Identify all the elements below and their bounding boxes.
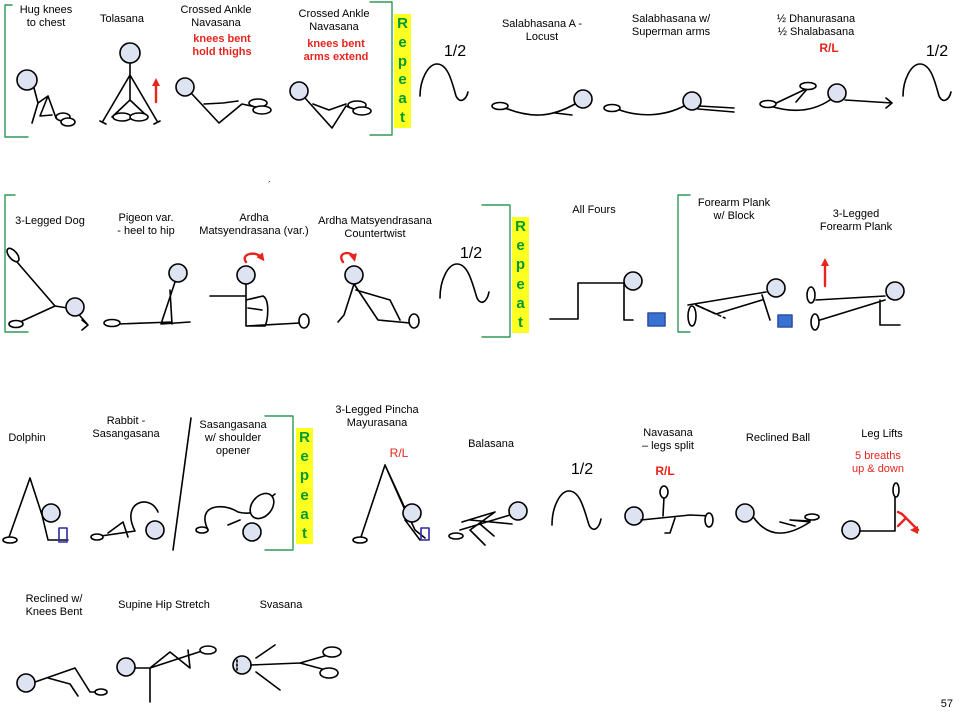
pose-dolphin — [2, 477, 69, 544]
pose-navasana-hold-thighs — [175, 77, 272, 124]
pose-three-legged-forearm-plank — [806, 258, 905, 331]
pose-note-rl-1: R/L — [819, 41, 839, 55]
pose-label-navasana-legs-split: Navasana– legs split — [642, 427, 694, 452]
pose-three-legged-dog — [6, 247, 89, 331]
pose-navasana-legs-split — [624, 485, 714, 534]
pose-reclined-knees-bent — [16, 667, 108, 697]
pose-label-dolphin: Dolphin — [8, 432, 46, 444]
pose-label-all-fours: All Fours — [572, 204, 616, 216]
half-label-4: 1/2 — [570, 461, 594, 478]
pose-label-tolasana: Tolasana — [99, 13, 145, 25]
pose-half-dhanurasana — [759, 81, 893, 112]
pose-pigeon — [103, 263, 191, 328]
pose-balasana — [448, 501, 528, 546]
stray-mark: ´ — [268, 180, 271, 190]
pose-label-reclined-ball: Reclined Ball — [745, 432, 811, 444]
pose-tolasana — [99, 42, 161, 125]
pose-note-rl-2: R/L — [389, 446, 409, 460]
pose-ardha-matsyendrasana — [209, 252, 310, 329]
pose-label-balasana: Balasana — [468, 438, 514, 450]
pose-label-reclined-knees-bent: Reclined w/Knees Bent — [25, 593, 83, 618]
pose-label-leg-lifts: Leg Lifts — [861, 428, 903, 440]
half-wave-icons — [419, 63, 952, 531]
repeat-brackets — [4, 1, 691, 551]
pose-note-rl-3: R/L — [655, 464, 675, 478]
pose-hug-knees — [16, 69, 76, 127]
half-label-2: 1/2 — [925, 43, 949, 60]
pose-svasana — [232, 644, 342, 691]
pose-label-pigeon: Pigeon var.- heel to hip — [117, 212, 175, 237]
pose-label-svasana: Svasana — [259, 599, 303, 611]
pose-supine-hip-stretch — [116, 645, 217, 703]
pose-sasangasana-shoulder-opener — [195, 492, 276, 542]
pose-three-legged-pincha — [352, 464, 430, 544]
pose-rabbit — [90, 501, 165, 541]
pose-label-rabbit: Rabbit -Sasangasana — [92, 415, 160, 440]
pose-navasana-arms-extend — [289, 81, 372, 129]
pose-salabhasana-superman — [603, 91, 735, 116]
pose-leg-lifts — [841, 482, 918, 540]
pose-matsyendrasana-countertwist — [337, 251, 420, 329]
pose-reclined-ball — [735, 503, 820, 534]
pose-label-three-legged-dog: 3-Legged Dog — [15, 215, 85, 227]
pose-label-salabhasana-superman: Salabhasana w/Superman arms — [631, 13, 711, 38]
pose-forearm-plank-block — [687, 278, 793, 328]
pose-label-salabhasana-a: Salabhasana A -Locust — [501, 18, 583, 43]
half-label-3: 1/2 — [459, 245, 483, 262]
page-number: 57 — [940, 698, 953, 710]
pose-label-supine-hip-stretch: Supine Hip Stretch — [118, 599, 210, 611]
pose-all-fours — [549, 271, 666, 327]
pose-salabhasana-a — [491, 89, 593, 116]
half-label-1: 1/2 — [443, 43, 467, 60]
divider-line — [172, 417, 192, 551]
